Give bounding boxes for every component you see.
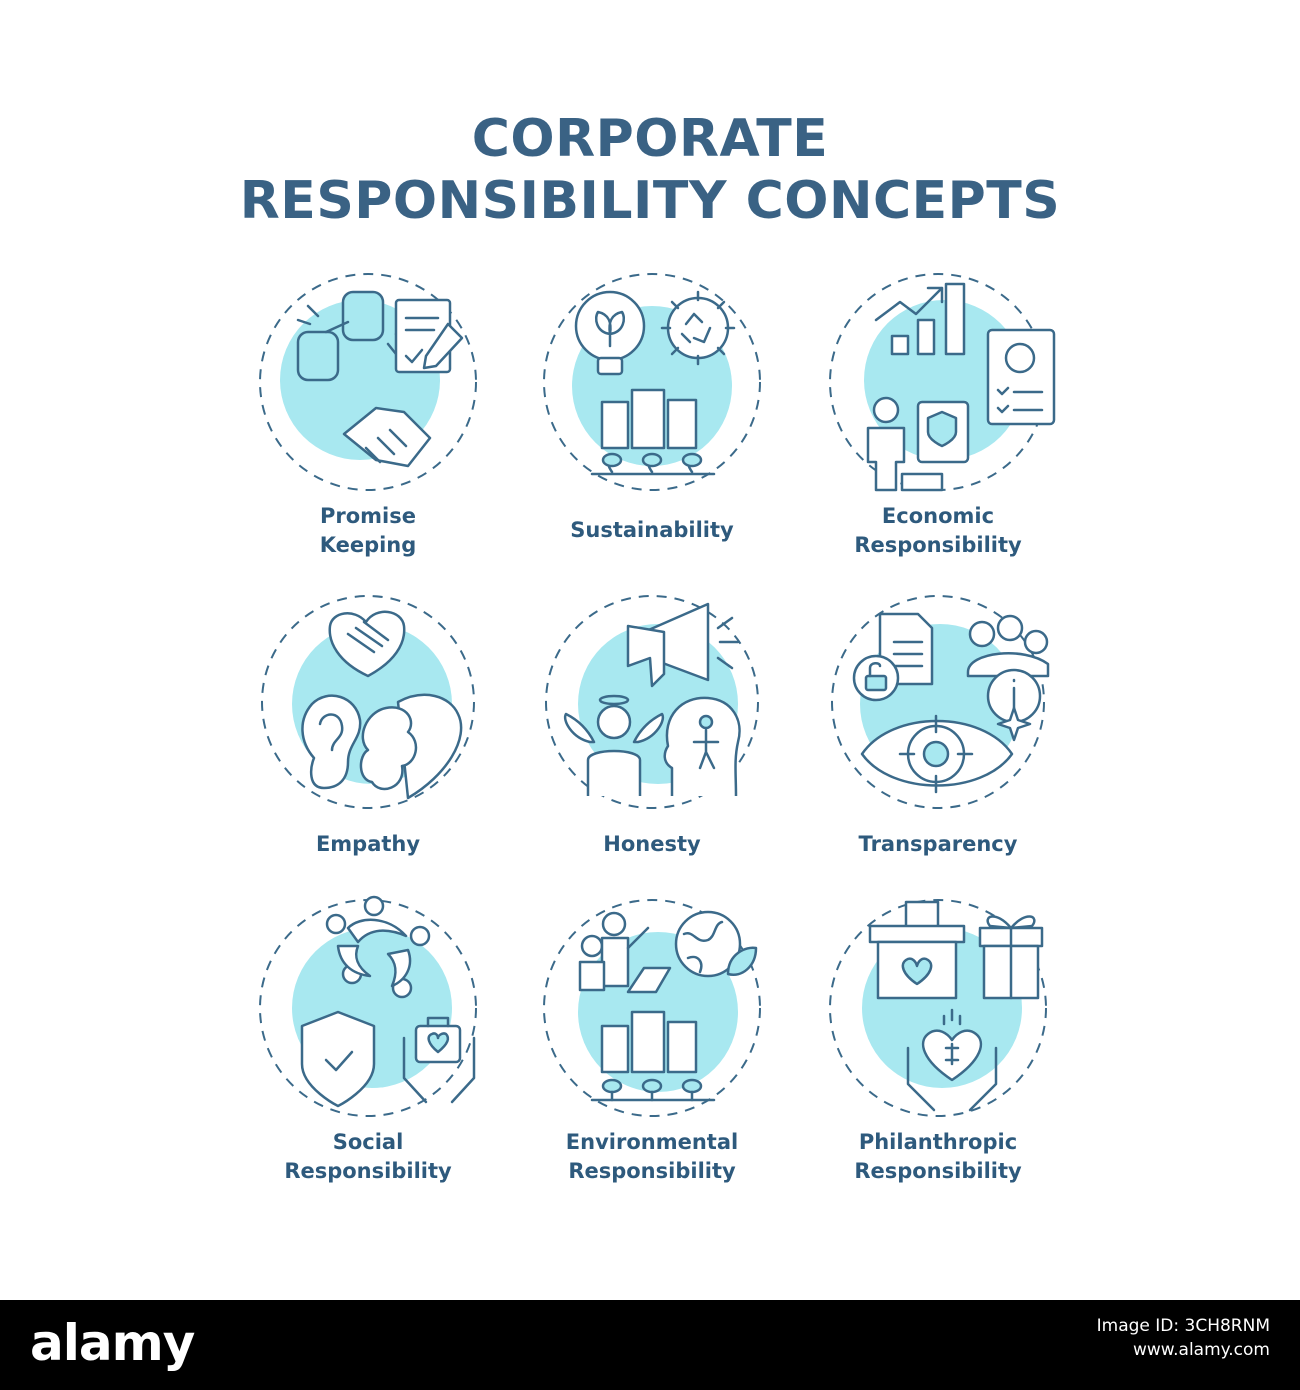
concept-empathy: Empathy bbox=[218, 592, 518, 859]
title-line-1: CORPORATE bbox=[471, 109, 829, 169]
growth-chart-icon bbox=[874, 282, 966, 356]
social-illustration bbox=[259, 895, 477, 1117]
promise-keeping-illustration bbox=[259, 273, 477, 491]
concept-environmental-responsibility: Environmental Responsibility bbox=[502, 888, 802, 1186]
eye-target-icon bbox=[860, 706, 1032, 794]
brain-heart-icon bbox=[359, 693, 463, 800]
dashed-ring bbox=[545, 595, 759, 809]
concept-label: Honesty bbox=[603, 832, 701, 856]
eco-bulb-icon bbox=[574, 290, 646, 376]
globe-leaf-icon bbox=[674, 910, 758, 978]
economic-illustration bbox=[829, 273, 1056, 492]
transparency-illustration bbox=[831, 595, 1050, 809]
concept-label: Economic Responsibility bbox=[854, 504, 1022, 557]
handshake-icon bbox=[342, 406, 432, 468]
concept-label: Social Responsibility bbox=[284, 1130, 452, 1183]
concept-economic-responsibility: Economic Responsibility bbox=[788, 262, 1088, 560]
concept-label: Empathy bbox=[315, 832, 421, 856]
ear-icon bbox=[301, 694, 362, 790]
image-credit: Image ID: 3CH8RNM www.alamy.com bbox=[1097, 1314, 1270, 1362]
concept-label: Sustainability bbox=[570, 518, 734, 542]
hands-care-icon bbox=[402, 1016, 476, 1104]
philanthropic-illustration bbox=[829, 899, 1047, 1117]
teacher-icon bbox=[578, 911, 672, 994]
concept-label: Philanthropic Responsibility bbox=[854, 1130, 1022, 1183]
community-circle-icon bbox=[325, 895, 431, 999]
page-title: CORPORATE RESPONSIBILITY CONCEPTS bbox=[0, 108, 1300, 232]
unlocked-document-icon bbox=[852, 612, 934, 702]
empathy-illustration bbox=[261, 595, 475, 809]
dashed-ring bbox=[831, 595, 1045, 809]
presenter-icon bbox=[866, 396, 970, 492]
green-city-icon bbox=[590, 388, 716, 476]
meditation-head-icon bbox=[663, 696, 741, 797]
shield-check-icon bbox=[300, 1010, 376, 1108]
heart-hands-icon bbox=[328, 610, 406, 678]
angel-icon bbox=[563, 694, 665, 796]
document-pen-icon bbox=[394, 298, 464, 374]
recycle-gear-icon bbox=[660, 290, 736, 366]
watermark-footer: alamy Image ID: 3CH8RNM www.alamy.com bbox=[0, 1300, 1300, 1390]
environmental-illustration bbox=[543, 899, 761, 1117]
megaphone-icon bbox=[626, 602, 740, 688]
concept-honesty: Honesty bbox=[502, 592, 802, 859]
site-url: www.alamy.com bbox=[1132, 1340, 1270, 1360]
concept-label: Environmental Responsibility bbox=[565, 1130, 739, 1183]
honesty-illustration bbox=[545, 595, 759, 809]
concept-sustainability: Sustainability bbox=[502, 262, 802, 545]
gift-icon bbox=[978, 915, 1044, 1000]
dashed-ring bbox=[543, 273, 761, 491]
dashed-ring bbox=[829, 899, 1047, 1117]
donation-box-icon bbox=[868, 900, 966, 1000]
fist-bump-icon bbox=[296, 290, 408, 382]
dashed-ring bbox=[259, 273, 477, 491]
dashed-ring bbox=[261, 595, 475, 809]
concept-social-responsibility: Social Responsibility bbox=[218, 888, 518, 1186]
hands-heart-coin-icon bbox=[906, 1008, 998, 1112]
concept-philanthropic-responsibility: Philanthropic Responsibility bbox=[788, 888, 1088, 1186]
brand-logo: alamy bbox=[30, 1314, 195, 1372]
concept-label: Promise Keeping bbox=[319, 504, 417, 557]
concept-label: Transparency bbox=[858, 832, 1018, 856]
invoice-icon bbox=[986, 328, 1056, 426]
concept-promise-keeping: Promise Keeping bbox=[218, 262, 518, 560]
title-line-2: RESPONSIBILITY CONCEPTS bbox=[239, 171, 1061, 231]
green-city-icon bbox=[590, 1010, 716, 1102]
sustainability-illustration bbox=[543, 273, 761, 491]
info-group-icon bbox=[966, 614, 1050, 724]
dashed-ring bbox=[543, 899, 761, 1117]
image-id: Image ID: 3CH8RNM bbox=[1096, 1316, 1270, 1336]
concept-transparency: Transparency bbox=[788, 592, 1088, 859]
